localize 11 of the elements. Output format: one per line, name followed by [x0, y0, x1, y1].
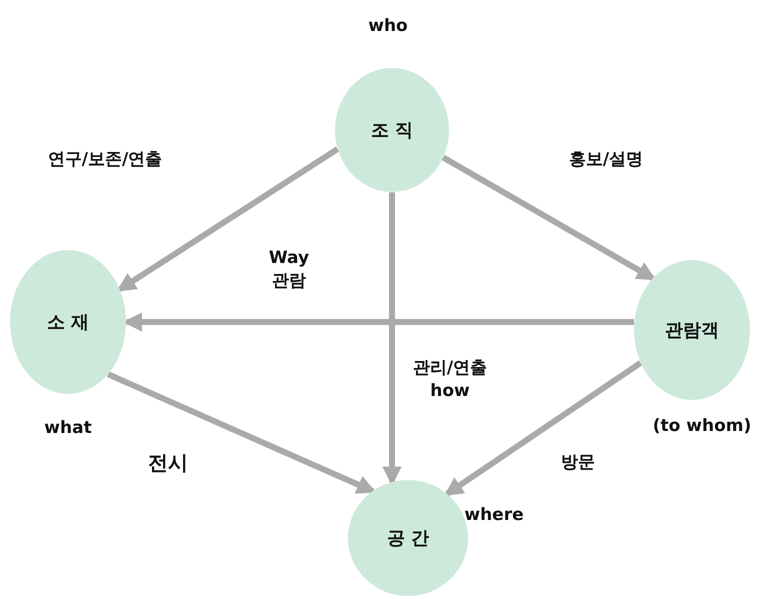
arrow [442, 154, 656, 281]
node-annotation: what [44, 418, 92, 438]
node-annotation: (to whom) [652, 416, 752, 436]
node-annotation: where [464, 505, 524, 525]
arrow [116, 146, 340, 292]
arrow [444, 360, 642, 496]
node-annotation: who [368, 16, 408, 36]
node-label: 조 직 [370, 119, 414, 142]
node-label: 소 재 [46, 311, 90, 334]
node-label: 공 간 [386, 527, 430, 550]
node-label: 관람객 [665, 319, 719, 342]
